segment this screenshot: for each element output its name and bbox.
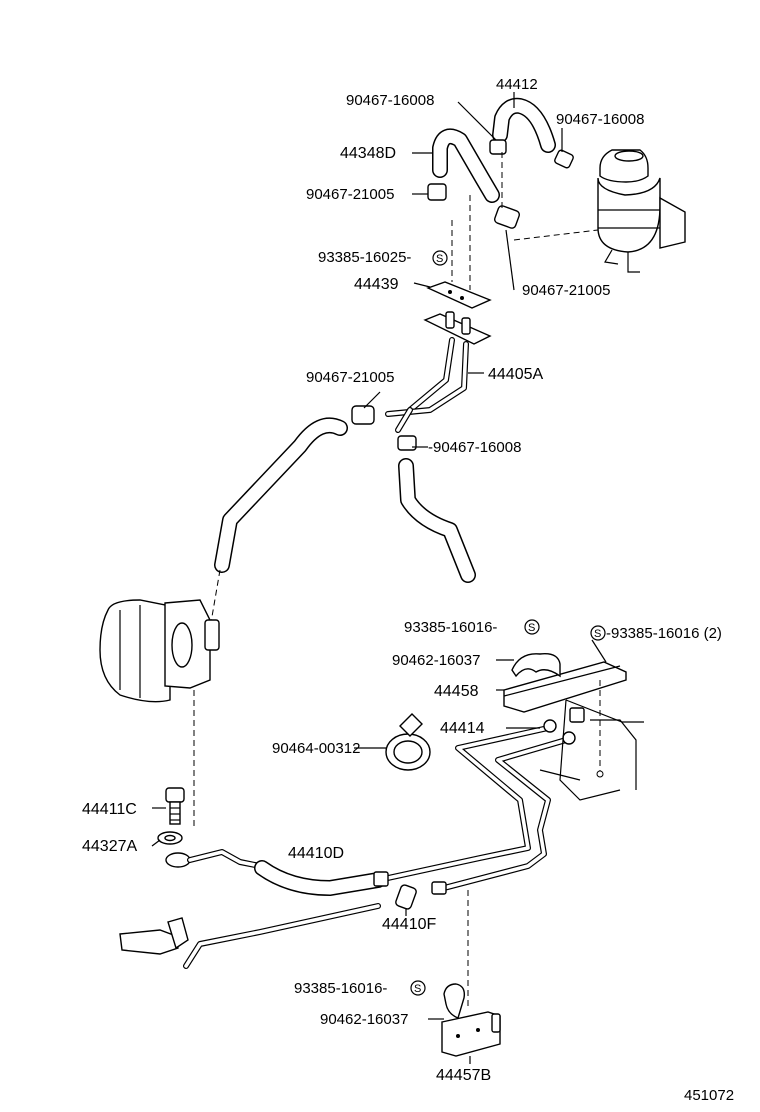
power-steering-pump xyxy=(99,599,220,703)
label-44412: 44412 xyxy=(496,76,538,93)
lower-return-line xyxy=(119,903,381,969)
clamp-90462-16037-a xyxy=(511,653,561,678)
svg-text:S: S xyxy=(594,628,601,640)
leader-lines xyxy=(151,92,607,1064)
label-93385-16016-a: 93385-16016- xyxy=(404,619,497,636)
label-90464-00312: 90464-00312 xyxy=(272,740,360,757)
pressure-hose-44410D xyxy=(165,725,551,896)
label-44410D: 44410D xyxy=(288,845,344,862)
label-93385-16016-c: 93385-16016- xyxy=(294,980,387,997)
clamp-top-4 xyxy=(494,205,520,229)
hose-44348D xyxy=(432,128,500,203)
label-90467-21005-a: 90467-21005 xyxy=(306,186,394,203)
union-44410F xyxy=(395,884,417,910)
label-90467-16008-a: 90467-16008 xyxy=(346,92,434,109)
clamp-90462-16037-b xyxy=(443,983,466,1019)
label-44410F: 44410F xyxy=(382,916,436,933)
frame-member xyxy=(539,699,644,801)
clamp-top-2 xyxy=(554,149,574,169)
label-90467-21005-c: 90467-21005 xyxy=(306,369,394,386)
label-44457B: 44457B xyxy=(436,1067,491,1084)
figure-number: 451072 xyxy=(684,1087,734,1104)
label-44327A: 44327A xyxy=(82,838,137,855)
bracket-44458 xyxy=(503,661,627,713)
label-90467-16008-b: 90467-16008 xyxy=(556,111,644,128)
clamp-top-1 xyxy=(489,139,507,155)
clamp-mid-2 xyxy=(397,435,417,451)
hose-44412 xyxy=(492,97,556,153)
label-93385-16025: 93385-16025- xyxy=(318,249,411,266)
svg-text:S: S xyxy=(528,622,535,634)
return-hose-right xyxy=(398,458,476,583)
label-93385-16016-b: -93385-16016 (2) xyxy=(606,625,722,642)
svg-text:S: S xyxy=(414,983,421,995)
clamp-mid-1 xyxy=(351,405,375,425)
s-symbol-3: S xyxy=(590,625,606,641)
label-44405A: 44405A xyxy=(488,366,543,383)
svg-text:S: S xyxy=(436,253,443,265)
hose-clamp-90464-00312 xyxy=(385,713,431,771)
label-90462-16037-b: 90462-16037 xyxy=(320,1011,408,1028)
label-44348D: 44348D xyxy=(340,145,396,162)
label-44411C: 44411C xyxy=(82,801,137,818)
return-pipe-44414 xyxy=(431,719,576,895)
union-bolt-44411C xyxy=(165,787,185,825)
pipe-44405A xyxy=(385,311,492,433)
label-90462-16037-a: 90462-16037 xyxy=(392,652,480,669)
s-symbol-2: S xyxy=(524,619,540,635)
label-44439: 44439 xyxy=(354,276,399,293)
label-44414: 44414 xyxy=(440,720,485,737)
label-90467-21005-b: 90467-21005 xyxy=(522,282,610,299)
bracket-44457B xyxy=(441,1011,501,1057)
clamp-top-3 xyxy=(427,183,447,201)
s-symbol-1: S xyxy=(432,250,448,266)
reservoir-tank xyxy=(597,149,686,273)
s-symbol-4: S xyxy=(410,980,426,996)
gasket-44327A xyxy=(157,831,183,845)
label-44458: 44458 xyxy=(434,683,479,700)
label-90467-16008-c: -90467-16008 xyxy=(428,439,521,456)
return-hose-left xyxy=(214,417,348,573)
bracket-44439 xyxy=(426,281,492,309)
